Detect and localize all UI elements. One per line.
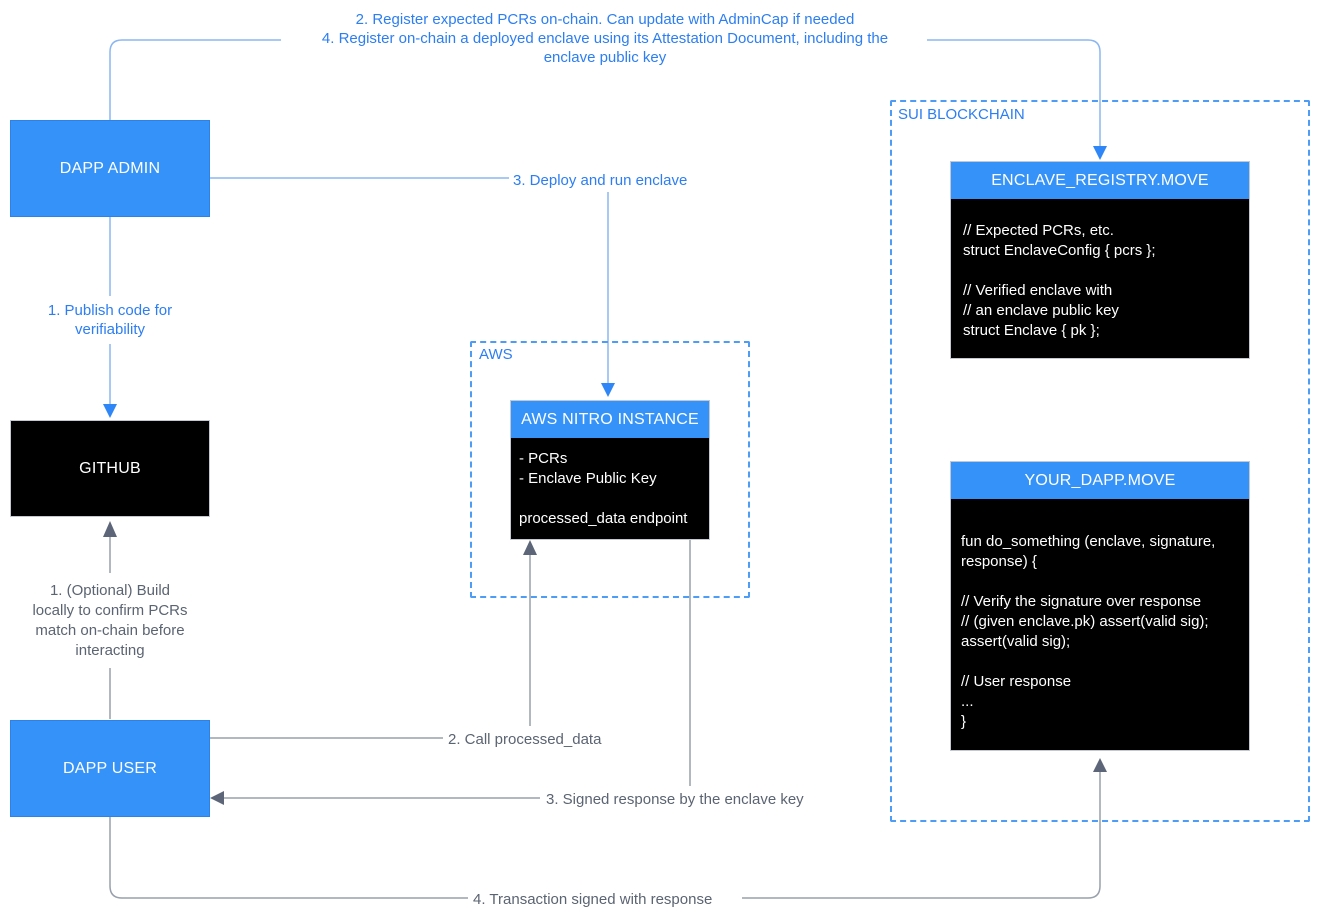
aws-nitro-title: AWS NITRO INSTANCE [511,401,709,438]
your-dapp-title: YOUR_DAPP.MOVE [951,462,1249,499]
code-line: - Enclave Public Key [519,470,657,487]
edge-label-line: verifiability [74,321,146,338]
edge-label-line: 1. (Optional) Build [49,582,171,599]
dapp-admin-label: DAPP ADMIN [59,159,161,177]
code-line: // Verify the signature over response [961,593,1202,610]
edge-label-register-onchain: 2. Register expected PCRs on-chain. Can … [240,10,970,67]
node-enclave-registry: ENCLAVE_REGISTRY.MOVE // Expected PCRs, … [950,161,1250,359]
code-line: - PCRs [519,450,568,467]
code-line: struct Enclave { pk }; [963,322,1100,339]
code-line [961,652,1239,672]
arrowhead-response-into-user [210,791,224,805]
aws-group-box [470,341,750,598]
node-your-dapp: YOUR_DAPP.MOVE fun do_something (enclave… [950,461,1250,751]
sui-group-box [890,100,1310,822]
edge-label-publish-code: 1. Publish code for verifiability [30,301,190,339]
edge-label-line: 4. Register on-chain a deployed enclave … [321,30,889,47]
code-line: // User response [961,673,1072,690]
node-dapp-user: DAPP USER [10,720,210,817]
edge-label-line: locally to confirm PCRs [32,602,188,619]
github-label: GITHUB [79,459,141,477]
code-line: response) { [961,553,1037,570]
code-line: assert(valid sig); [961,633,1071,650]
dapp-user-label: DAPP USER [63,759,157,777]
sui-group-label: SUI BLOCKCHAIN [898,106,1025,123]
node-dapp-admin: DAPP ADMIN [10,120,210,217]
arrowhead-build-into-github [103,521,117,537]
node-aws-nitro: AWS NITRO INSTANCE - PCRs - Enclave Publ… [510,400,710,540]
aws-nitro-code: - PCRs - Enclave Public Key processed_da… [511,438,709,539]
code-line: struct EnclaveConfig { pcrs }; [963,242,1156,259]
edge-label-signed-response: 3. Signed response by the enclave key [546,791,804,808]
edge-transaction-left [109,817,468,899]
edge-label-line: match on-chain before [35,622,185,639]
edge-label-line: 1. Publish code for [47,302,173,319]
code-line: // (given enclave.pk) assert(valid sig); [961,613,1209,630]
edge-label-line: interacting [75,642,145,659]
enclave-registry-title: ENCLAVE_REGISTRY.MOVE [951,162,1249,199]
code-line: } [961,713,967,730]
code-line [963,261,1237,281]
edge-label-optional-build: 1. (Optional) Build locally to confirm P… [20,581,200,661]
edge-label-line: 2. Register expected PCRs on-chain. Can … [355,11,855,28]
edge-label-deploy-enclave: 3. Deploy and run enclave [513,172,688,189]
edge-label-transaction-signed: 4. Transaction signed with response [473,891,713,908]
edge-label-line: enclave public key [543,49,667,66]
code-line: // Verified enclave with [963,282,1113,299]
code-line [961,572,1239,592]
enclave-registry-code: // Expected PCRs, etc. struct EnclaveCon… [951,199,1249,358]
code-line: fun do_something (enclave, signature, [961,533,1216,550]
your-dapp-code: fun do_something (enclave, signature, re… [951,499,1249,750]
code-line: // Expected PCRs, etc. [963,222,1114,239]
node-github: GITHUB [10,420,210,517]
aws-group-label: AWS [479,346,513,363]
code-line: // an enclave public key [963,302,1119,319]
code-line: ... [961,693,974,710]
code-line [519,489,701,509]
code-line: processed_data endpoint [519,510,688,527]
edge-label-call-processed-data: 2. Call processed_data [448,731,602,748]
arrowhead-into-github [103,404,117,418]
